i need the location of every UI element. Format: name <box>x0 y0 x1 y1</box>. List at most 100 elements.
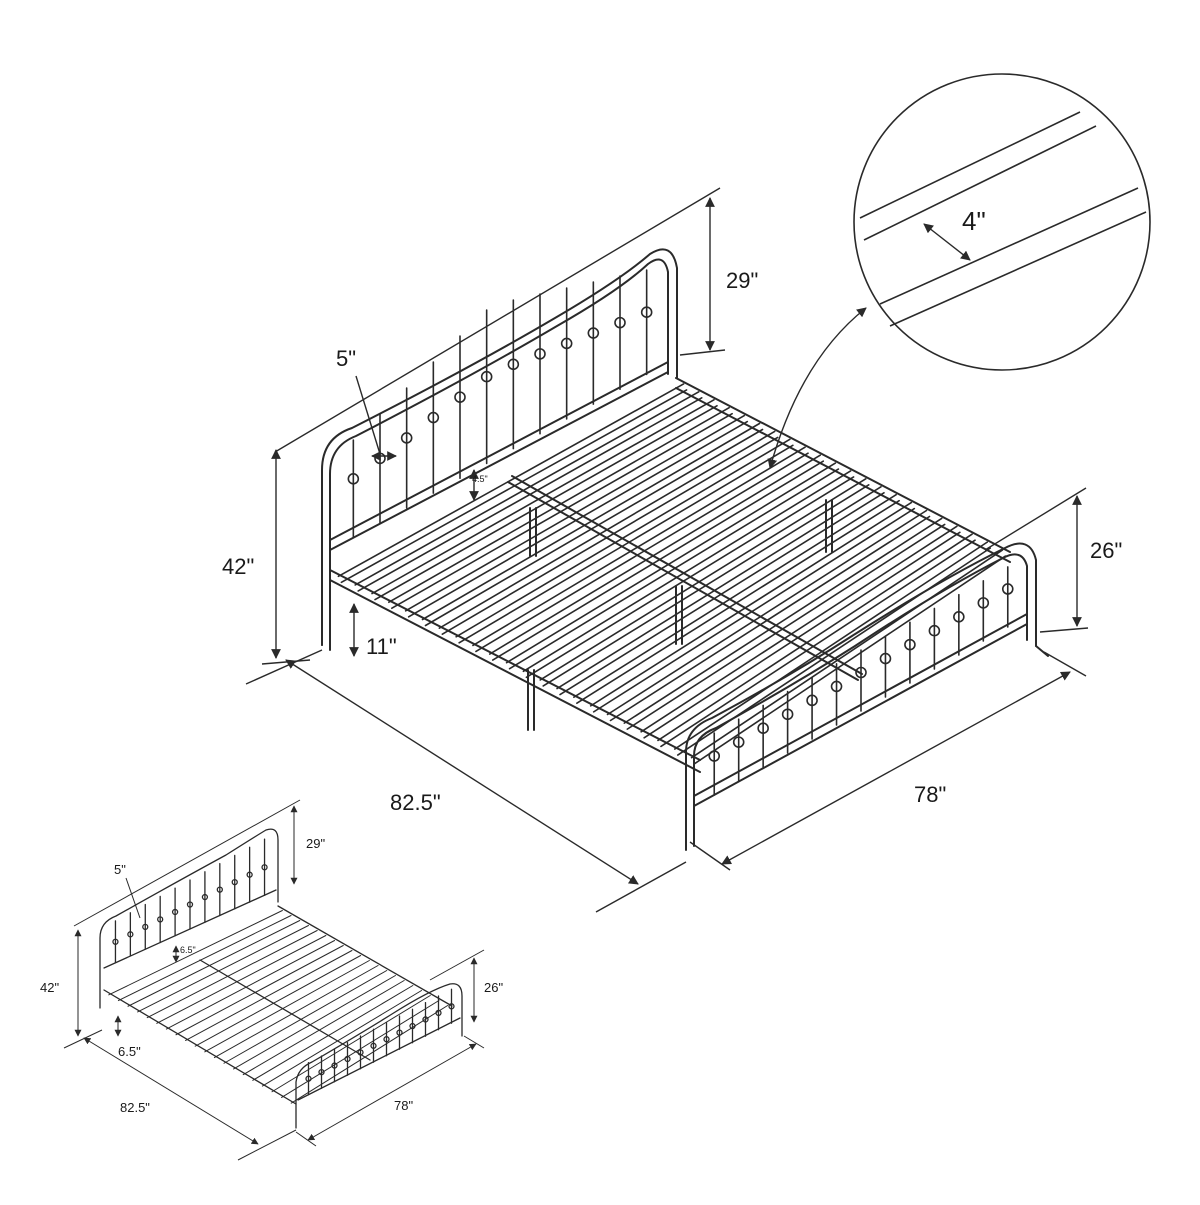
hb-spindle-ball-11 <box>614 316 626 329</box>
thumb-slat-9 <box>185 950 353 1041</box>
fb-spindle-ball-1 <box>708 750 721 762</box>
slat-9 <box>472 446 806 647</box>
thumb-headboard-label: 29" <box>306 836 325 851</box>
hb-spindle-ball-5 <box>454 391 466 403</box>
thumb-hb-ball-11 <box>261 864 268 871</box>
thumb-slat-5 <box>146 930 318 1019</box>
slat-4 <box>388 406 730 604</box>
thumb-fb-ball-11 <box>435 1009 442 1017</box>
headboard-ext-top <box>274 187 721 453</box>
thumb-footboard-rail <box>297 1017 461 1101</box>
thumb-footboard-ext <box>429 949 485 981</box>
thumb-spindle-label: 5" <box>114 862 126 877</box>
thumb-hb-ball-2 <box>127 931 134 938</box>
thumb-headboard-frame <box>99 828 279 1009</box>
thumb-hb-ball-10 <box>246 871 253 878</box>
headboard-frame <box>321 248 678 646</box>
right-side-rail <box>675 377 1011 553</box>
thumb-right-rail <box>277 905 453 1007</box>
thumb-hb-ball-5 <box>171 908 179 916</box>
slat-11 <box>505 462 837 664</box>
slat-edge-17 <box>609 515 931 722</box>
thumb-slat-14 <box>233 975 396 1070</box>
center-leg-3 <box>527 669 535 731</box>
thumb-hb-ball-8 <box>216 886 223 893</box>
thumb-headboard-ext <box>73 799 301 927</box>
slat-1 <box>337 383 685 578</box>
slat-edge-19 <box>643 531 961 739</box>
thumb-hb-ball-1 <box>112 938 119 945</box>
thumb-slat-8 <box>175 945 344 1036</box>
zoom-slat-2 <box>863 125 1097 241</box>
thumb-slat-3 <box>127 920 301 1007</box>
slat-2 <box>354 391 700 586</box>
hb-spindle-ball-6 <box>480 370 493 383</box>
thumb-slat-4 <box>137 925 309 1013</box>
zoom-slat-4 <box>889 211 1147 327</box>
slat-19 <box>640 525 958 733</box>
thumb-fb-ball-8 <box>396 1029 403 1036</box>
slat-detail-zoom <box>853 73 1151 371</box>
slat-edge-16 <box>592 507 916 713</box>
thumb-hb-ball-7 <box>201 893 209 901</box>
center-leg-1 <box>529 507 537 557</box>
thumb-dimension-lines <box>63 799 485 1161</box>
slat-edge-7 <box>441 436 779 635</box>
main-total-height-label: 42" <box>222 554 254 579</box>
bed-slats <box>337 383 1007 765</box>
slat-20 <box>657 533 973 742</box>
detail-pointer <box>767 307 867 469</box>
slat-12 <box>522 470 852 673</box>
zoom-slat-1 <box>859 111 1081 219</box>
thumb-slat-gap-label: 6.5" <box>180 945 196 955</box>
slat-edge-15 <box>576 499 900 705</box>
slat-edge-8 <box>458 444 794 644</box>
thumb-clearance-label: 6.5" <box>118 1044 141 1059</box>
center-support-rail-2 <box>511 475 863 675</box>
main-spindle-label: 5" <box>336 346 356 371</box>
length-ext-2 <box>595 861 687 913</box>
footboard-frame-inner <box>693 553 1028 847</box>
footboard-ext-top <box>984 487 1087 551</box>
thumb-headboard-spindles <box>112 838 268 964</box>
main-bed-illustration <box>321 248 1049 851</box>
thumb-footboard-frame <box>295 983 463 1129</box>
thumb-slat-2 <box>117 915 292 1002</box>
thumb-slat-6 <box>156 935 327 1024</box>
main-headboard-label: 29" <box>726 268 758 293</box>
slat-edge-10 <box>491 460 825 661</box>
main-clearance-label: 11" <box>366 634 397 659</box>
hb-spindle-ball-8 <box>534 348 546 360</box>
main-slat-gap-label: 4.5" <box>472 474 488 484</box>
slat-16 <box>589 501 913 707</box>
thumb-center-rail <box>199 959 371 1061</box>
length-ext-1 <box>245 649 323 685</box>
center-support-rail <box>507 481 859 681</box>
thumb-fb-ball-7 <box>383 1036 390 1043</box>
main-footboard-label: 26" <box>1090 538 1122 563</box>
thumb-slat-17 <box>261 990 423 1087</box>
spindle-pointer <box>355 375 381 455</box>
thumb-hb-ball-3 <box>142 923 149 931</box>
fb-spindle-ball-11 <box>953 611 965 623</box>
thumb-dimension-labels: 29" 5" 6.5" 42" 6.5" 26" 82.5" 78" <box>40 836 503 1115</box>
footboard-leg-right <box>1035 645 1049 657</box>
fb-spindle-ball-13 <box>1001 583 1014 595</box>
thumb-footboard-label: 26" <box>484 980 503 995</box>
hb-spindle-ball-10 <box>587 327 600 339</box>
thumb-fb-ball-12 <box>448 1003 455 1010</box>
zoom-width-arrow <box>923 223 971 261</box>
slat-13 <box>539 478 867 681</box>
width-ext-1 <box>689 841 731 871</box>
main-dimension-labels: 29" 5" 4.5" 42" 11" 26" 82.5" 78" 4" <box>222 206 1122 815</box>
hb-spindle-ball-3 <box>400 432 413 444</box>
fb-spindle-ball-10 <box>928 624 941 637</box>
thumb-length-label: 82.5" <box>120 1100 150 1115</box>
thumb-slat-15 <box>242 980 405 1076</box>
thumb-hb-ball-9 <box>231 878 238 886</box>
thumb-slat-1 <box>108 910 283 996</box>
hb-spindle-ball-12 <box>640 306 653 319</box>
detail-slat-width-label: 4" <box>962 206 986 236</box>
main-width-label: 78" <box>914 782 946 807</box>
